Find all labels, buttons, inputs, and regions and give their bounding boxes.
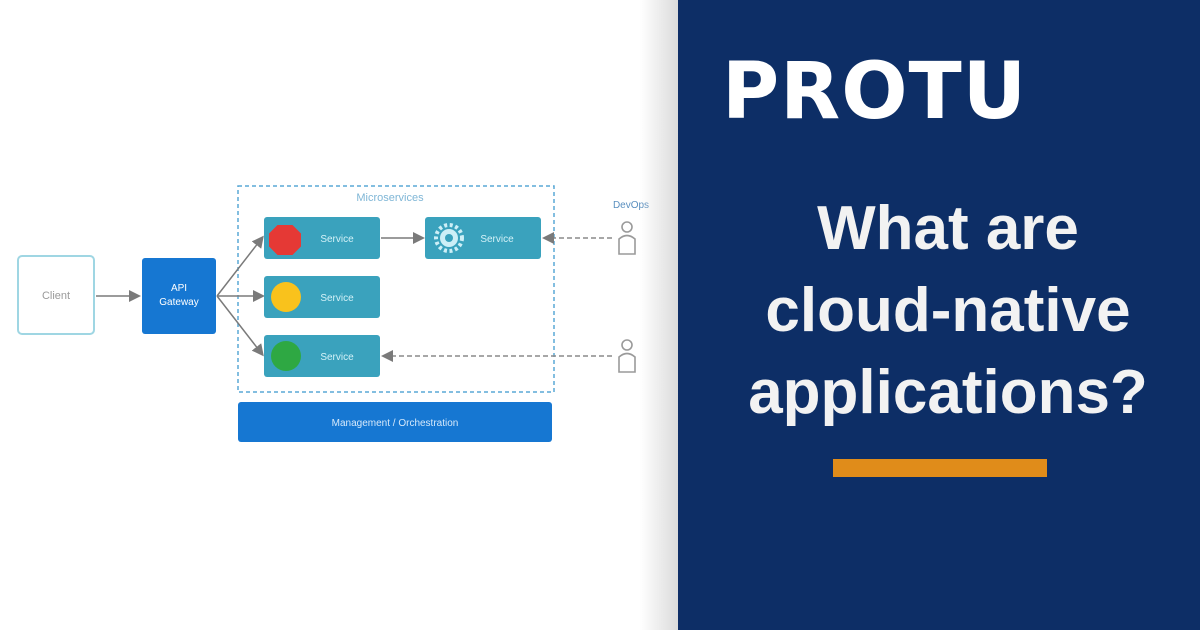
person-icon — [618, 221, 636, 255]
gateway-label-line2: Gateway — [159, 297, 198, 308]
microservices-diagram: Microservices Client API Gateway Service — [17, 185, 649, 442]
headline-line-1: What are — [817, 194, 1079, 263]
headline-line-3: applications? — [748, 358, 1148, 427]
headline-line-2: cloud-native — [765, 276, 1131, 345]
service-label: Service — [320, 293, 354, 304]
gear-icon — [434, 223, 464, 253]
diagram-canvas: Microservices Client API Gateway Service — [17, 185, 649, 442]
service-node-yellow: Service — [264, 276, 380, 318]
green-circle-icon — [271, 341, 301, 371]
red-octagon-icon — [269, 225, 301, 255]
microservices-title: Microservices — [356, 192, 424, 204]
client-label: Client — [42, 290, 70, 302]
yellow-circle-icon — [271, 282, 301, 312]
headline: What are cloud-native applications? — [728, 188, 1168, 434]
management-bar — [238, 402, 552, 442]
client-box — [17, 255, 95, 335]
service-label: Service — [320, 352, 354, 363]
title-panel: PROTU What are cloud-native applications… — [678, 0, 1200, 630]
gateway-label-line1: API — [171, 283, 187, 294]
panel-shadow — [640, 0, 678, 630]
service-node-red: Service — [264, 217, 380, 259]
person-icon — [618, 339, 636, 373]
accent-underline — [833, 459, 1047, 477]
service-label: Service — [480, 234, 514, 245]
devops-label: DevOps — [613, 200, 649, 211]
service-label: Service — [320, 234, 354, 245]
gateway-box — [142, 258, 216, 334]
gateway-service3-arrow — [216, 295, 264, 357]
service-node-green: Service — [264, 335, 380, 377]
microservices-boundary — [237, 185, 555, 393]
brand-logo-text: PROTU — [722, 47, 1028, 137]
left-panel: Microservices Client API Gateway Service — [17, 185, 650, 442]
management-label: Management / Orchestration — [332, 418, 459, 429]
service-node-gear: Service — [425, 217, 541, 259]
gateway-service1-arrow — [216, 235, 264, 297]
